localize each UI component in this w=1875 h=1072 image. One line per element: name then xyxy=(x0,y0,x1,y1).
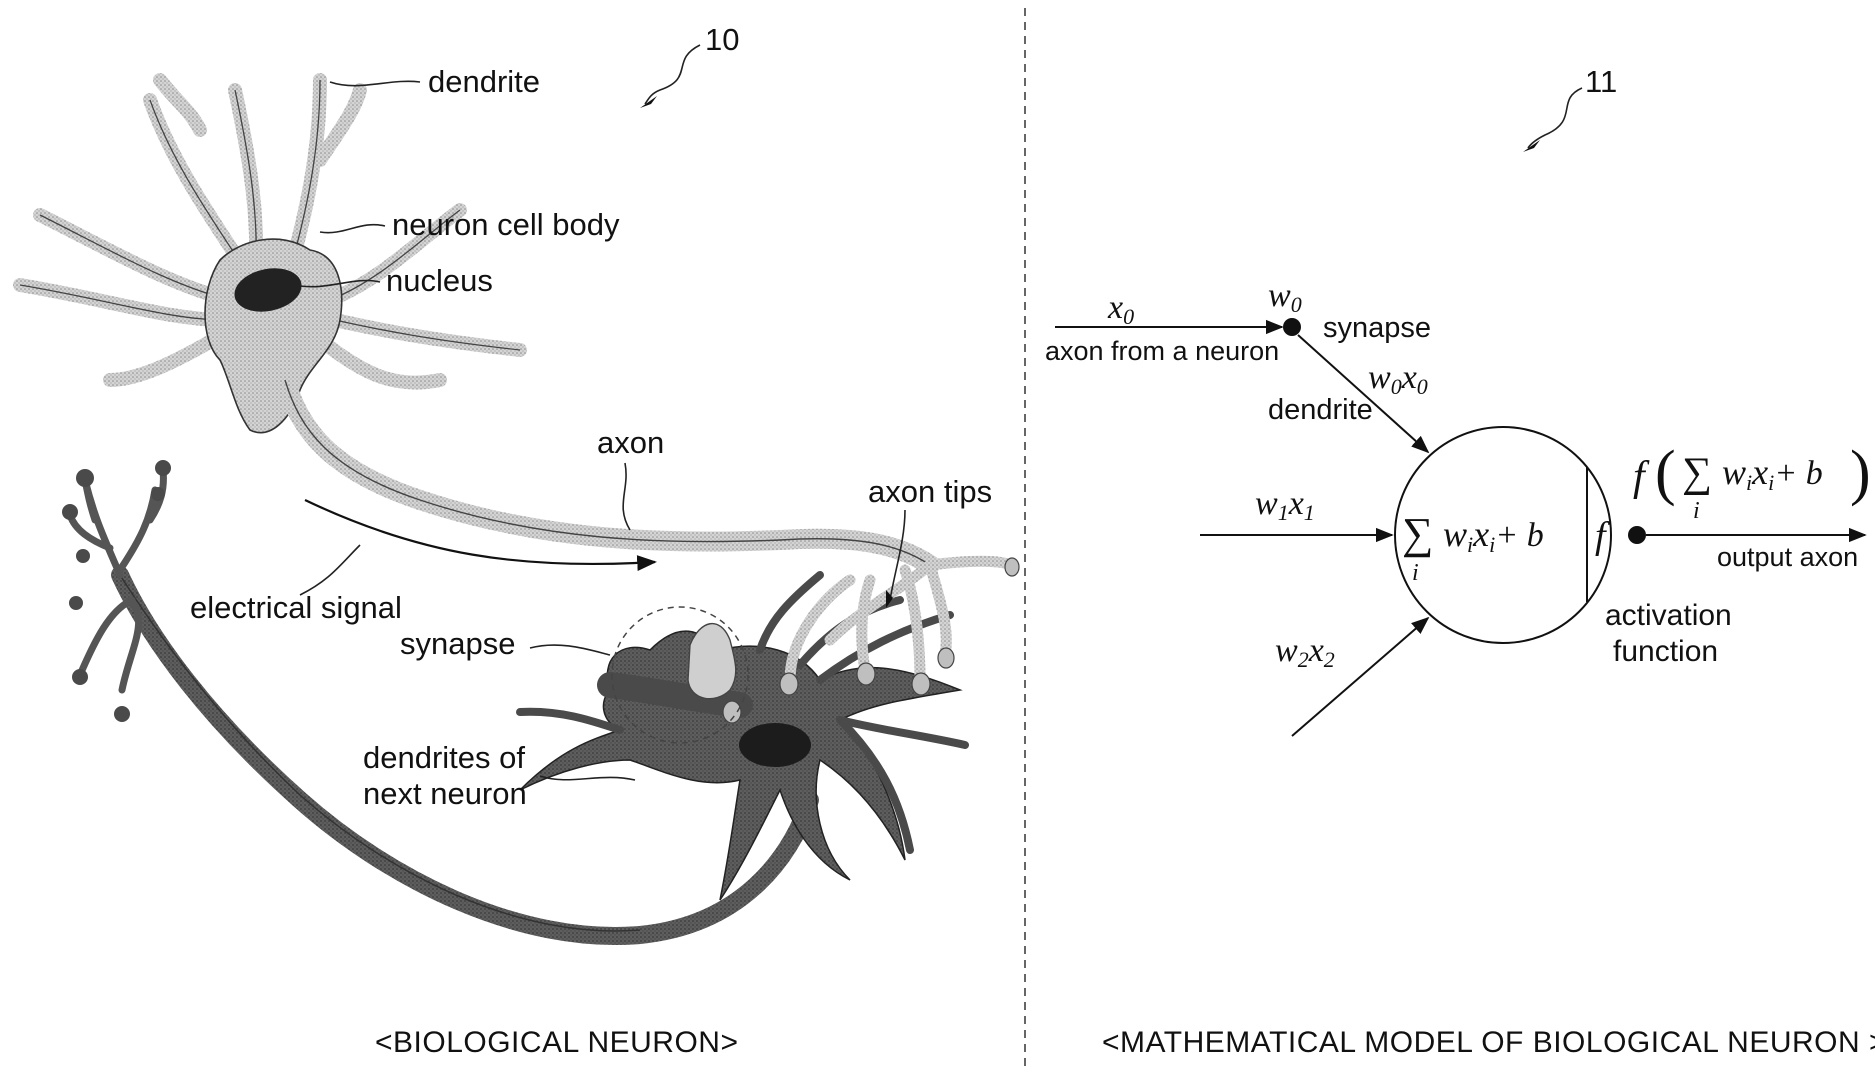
w2x2-x: x xyxy=(1308,632,1324,669)
input-line-w2x2 xyxy=(1291,616,1430,737)
svg-text:w0: w0 xyxy=(1268,277,1302,317)
label-cell-body: neuron cell body xyxy=(392,207,620,242)
out-plus-b: + b xyxy=(1774,455,1822,492)
w0x0-w-sub: 0 xyxy=(1391,374,1402,399)
caption-mathematical-model: <MATHEMATICAL MODEL OF BIOLOGICAL NEURON… xyxy=(1102,1026,1875,1059)
dendrite-line xyxy=(1297,334,1430,454)
svg-text:w2x2: w2x2 xyxy=(1275,632,1335,672)
out-paren-close: ) xyxy=(1850,439,1871,507)
label-dendrite: dendrite xyxy=(428,64,540,99)
label-output-axon: output axon xyxy=(1717,542,1858,572)
label-axon-tips: axon tips xyxy=(868,474,992,509)
svg-text:x0: x0 xyxy=(1107,289,1134,329)
label-axon-from-neuron: axon from a neuron xyxy=(1045,336,1279,366)
w0-symbol: w xyxy=(1268,277,1291,314)
x0-symbol: x xyxy=(1107,289,1123,326)
out-paren-open: ( xyxy=(1655,439,1676,507)
w1x1-w-sub: 1 xyxy=(1278,500,1289,525)
w0x0-x: x xyxy=(1401,359,1417,396)
label-dendrites-next-2: next neuron xyxy=(363,776,527,811)
sum-plus-b: + b xyxy=(1495,517,1543,554)
label-dendrite-right: dendrite xyxy=(1268,394,1373,426)
x0-subscript: 0 xyxy=(1123,304,1134,329)
synapse-circle xyxy=(611,606,749,744)
ref-number-10: 10 xyxy=(705,22,739,57)
label-axon: axon xyxy=(597,425,664,460)
svg-text:wixi+ b: wixi+ b xyxy=(1443,514,1544,557)
w0x0-w: w xyxy=(1368,359,1391,396)
out-w-sub: i xyxy=(1746,470,1752,495)
biological-neuron: 10 dendrite neuron cell body nucleus axo… xyxy=(13,22,1020,1059)
out-f: f xyxy=(1633,454,1650,500)
w2x2-w: w xyxy=(1275,632,1298,669)
label-electrical-signal: electrical signal xyxy=(190,590,402,625)
svg-text:w1x1: w1x1 xyxy=(1255,485,1315,525)
sum-index: i xyxy=(1412,560,1419,586)
neuron-body-circle xyxy=(1394,426,1612,644)
svg-text:wixi+ b: wixi+ b xyxy=(1722,452,1823,495)
mathematical-model: 11 x0 axon from a neuron w0 synapse w0x0… xyxy=(1045,64,1875,1059)
out-index: i xyxy=(1693,498,1700,524)
w1x1-x: x xyxy=(1288,485,1304,522)
caption-biological-neuron: <BIOLOGICAL NEURON> xyxy=(375,1026,739,1059)
electrical-signal-arrow xyxy=(304,499,657,571)
first-neuron-drawing xyxy=(13,73,1020,724)
label-activation-2: function xyxy=(1613,635,1718,668)
label-synapse-right: synapse xyxy=(1323,312,1431,344)
w0x0-x-sub: 0 xyxy=(1417,374,1428,399)
sum-w: w xyxy=(1443,514,1467,554)
next-neuron-drawing xyxy=(62,460,969,945)
sum-x-sub: i xyxy=(1489,532,1495,557)
out-w: w xyxy=(1722,452,1746,492)
nucleus-shape xyxy=(234,268,302,312)
w1x1-x-sub: 1 xyxy=(1304,500,1315,525)
sum-sigma: ∑ xyxy=(1402,509,1433,558)
svg-text:w0x0: w0x0 xyxy=(1368,359,1428,399)
w2x2-x-sub: 2 xyxy=(1324,647,1335,672)
label-dendrites-next-1: dendrites of xyxy=(363,740,525,775)
output-node xyxy=(1628,526,1646,544)
w0-subscript: 0 xyxy=(1291,292,1302,317)
label-nucleus: nucleus xyxy=(386,263,493,298)
out-x-sub: i xyxy=(1768,470,1774,495)
label-activation-1: activation xyxy=(1605,599,1732,632)
ref-number-11: 11 xyxy=(1585,64,1617,99)
synapse-node xyxy=(1283,318,1301,336)
label-synapse: synapse xyxy=(400,626,515,661)
out-x: x xyxy=(1751,452,1768,492)
w2x2-w-sub: 2 xyxy=(1298,647,1309,672)
sum-x: x xyxy=(1472,514,1489,554)
out-sigma: ∑ xyxy=(1682,450,1712,496)
w1x1-w: w xyxy=(1255,485,1278,522)
sum-w-sub: i xyxy=(1467,532,1473,557)
